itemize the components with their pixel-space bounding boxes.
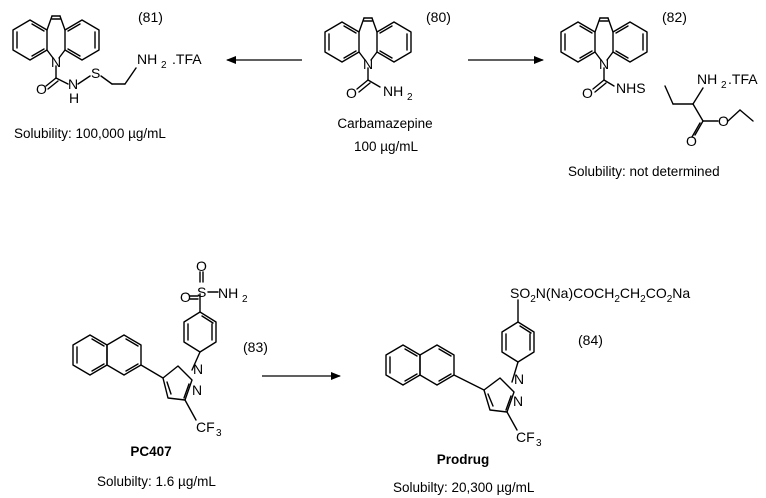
compound-82-salt: .TFA (728, 71, 758, 87)
compound-82-structure (560, 17, 754, 138)
atom-subscript: 2 (407, 92, 413, 103)
atom-label: S (91, 65, 100, 81)
atom-label: N (51, 54, 61, 70)
atom-label: NH (383, 83, 403, 99)
atom-label: N (193, 361, 203, 377)
atom-label: CF (516, 429, 535, 445)
compound-82-number: (82) (662, 9, 687, 25)
atom-label: O (180, 289, 191, 305)
atom-label: O (346, 85, 357, 101)
atom-subscript: 2 (161, 60, 167, 71)
compound-83-structure (72, 271, 219, 421)
compound-80-number: (80) (426, 9, 451, 25)
atom-subscript: 3 (536, 438, 542, 449)
atom-label: NHS (616, 80, 646, 96)
compound-84-structure (385, 299, 535, 431)
compound-83-number: (83) (243, 339, 268, 355)
compound-80-name: Carbamazepine (337, 116, 432, 131)
atom-label: N (513, 393, 523, 409)
compound-80-structure (324, 17, 412, 93)
compound-84-substituent: SO2N(Na)COCH2CH2CO2Na (510, 285, 690, 305)
compound-81-salt: .TFA (172, 51, 202, 67)
atom-label: O (582, 85, 593, 101)
atom-label: N (599, 56, 609, 72)
atom-label: N (363, 56, 373, 72)
atom-subscript: 3 (216, 428, 222, 439)
compound-81-number: (81) (138, 9, 163, 25)
atom-label: N (68, 76, 78, 92)
atom-label: H (69, 90, 79, 106)
atom-label: NH (218, 285, 238, 301)
atom-label: O (718, 113, 729, 129)
atom-label: O (686, 133, 697, 149)
compound-84-solubility: Solubilty: 20,300 µg/mL (393, 480, 535, 495)
atom-label: NH (697, 71, 717, 87)
atom-subscript: 2 (721, 80, 727, 91)
atom-label: S (197, 284, 206, 300)
atom-label: O (36, 81, 47, 97)
atom-label: O (196, 258, 207, 274)
compound-81-structure (12, 15, 137, 90)
compound-80-solubility: 100 µg/mL (354, 139, 419, 154)
compound-84-number: (84) (578, 332, 603, 348)
compound-83-name: PC407 (130, 444, 171, 459)
atom-label: N (514, 371, 524, 387)
compound-81-solubility: Solubility: 100,000 µg/mL (14, 126, 166, 141)
atom-label: N (192, 382, 202, 398)
atom-label: CF (196, 419, 215, 435)
compound-82-solubility: Solubility: not determined (568, 164, 720, 179)
atom-subscript: 2 (242, 294, 248, 305)
compound-83-solubility: Solubilty: 1.6 µg/mL (97, 474, 216, 489)
compound-84-name: Prodrug (437, 452, 490, 467)
atom-label: NH (137, 51, 157, 67)
